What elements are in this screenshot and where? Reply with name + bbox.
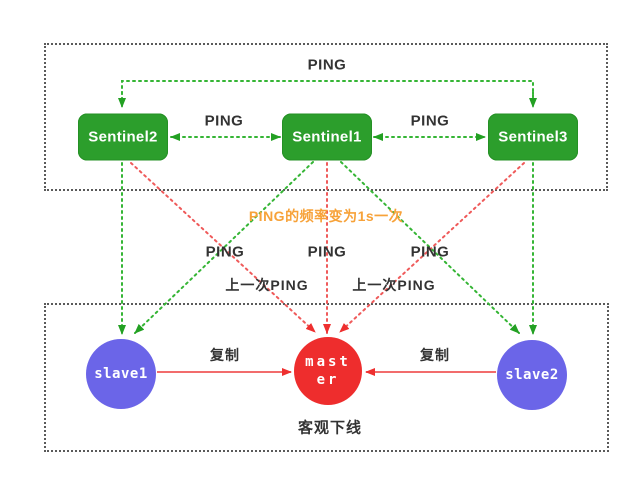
replicate-left-label: 复制 — [210, 347, 240, 363]
node-master: master — [294, 337, 362, 405]
last-ping-label-1: 上一次PING — [225, 277, 309, 293]
replicate-right-label: 复制 — [420, 347, 450, 363]
node-sentinel1: Sentinel1 — [282, 113, 372, 161]
ping-left-label: PING — [204, 112, 244, 130]
ping-mid-label-1: PING — [205, 243, 245, 261]
node-slave1: slave1 — [86, 339, 156, 409]
ping-right-label: PING — [410, 112, 450, 130]
ping-frequency-note: PING的频率变为1s一次 — [248, 208, 404, 224]
node-slave2: slave2 — [497, 340, 567, 410]
ping-top-label: PING — [307, 56, 347, 74]
node-sentinel2: Sentinel2 — [78, 113, 168, 161]
ping-mid-label-3: PING — [410, 243, 450, 261]
ping-mid-label-2: PING — [307, 243, 347, 261]
master-label: master — [305, 353, 351, 388]
node-sentinel3: Sentinel3 — [488, 113, 578, 161]
objective-offline-label: 客观下线 — [297, 419, 363, 437]
last-ping-label-2: 上一次PING — [352, 277, 436, 293]
